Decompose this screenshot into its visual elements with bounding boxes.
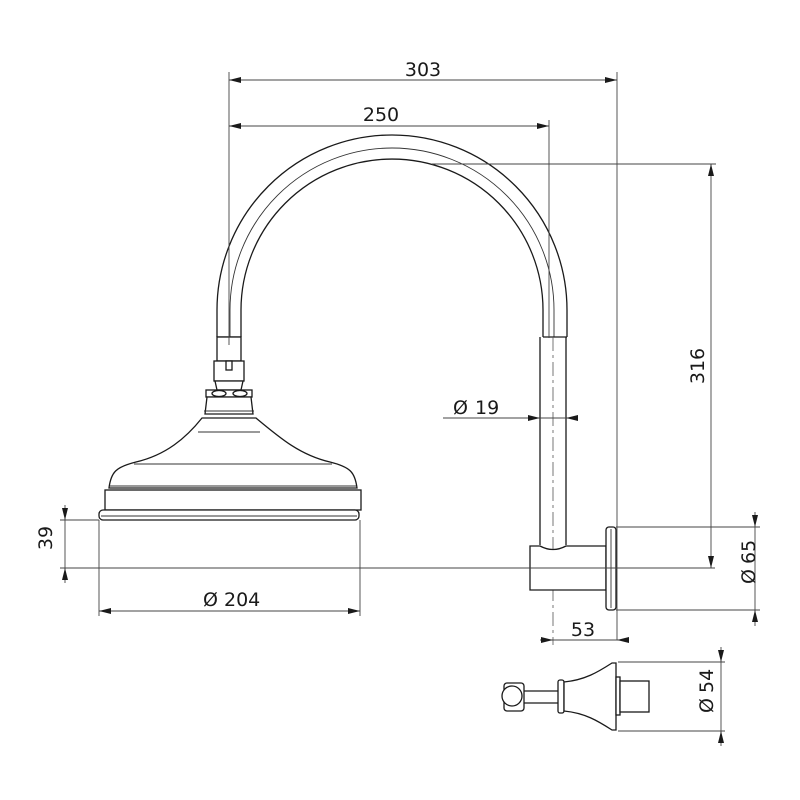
- svg-text:204: 204: [224, 589, 260, 611]
- diameter-symbol-icon: Ø: [453, 397, 468, 419]
- dim-rose-height: 39: [35, 526, 57, 550]
- dim-arm-reach: 250: [363, 104, 399, 126]
- wall-flange: [605, 526, 617, 611]
- dimension-lines: [60, 72, 760, 643]
- dim-arm-diameter: Ø 19: [453, 397, 499, 419]
- dim-overall-height: 316: [687, 348, 709, 384]
- gooseneck-arm: [216, 134, 568, 645]
- dim-wall-projection: 53: [571, 619, 595, 641]
- dim-plan-flange-diameter: Ø 54: [696, 669, 718, 713]
- svg-text:19: 19: [475, 397, 499, 419]
- dim-rose-diameter: Ø 204: [203, 589, 260, 611]
- diameter-symbol-icon: Ø: [738, 569, 760, 584]
- dim-overall-width: 303: [405, 59, 441, 81]
- dim-wall-flange-diameter: Ø 65: [738, 540, 760, 584]
- front-elevation: 303 250 316 Ø 19 Ø 65 39 Ø 204 53: [35, 59, 760, 645]
- svg-text:54: 54: [696, 669, 718, 693]
- top-plan-view: Ø 54: [501, 647, 725, 746]
- diameter-symbol-icon: Ø: [203, 589, 218, 611]
- shower-rose: [98, 336, 362, 521]
- svg-text:65: 65: [738, 540, 760, 564]
- diameter-symbol-icon: Ø: [696, 698, 718, 713]
